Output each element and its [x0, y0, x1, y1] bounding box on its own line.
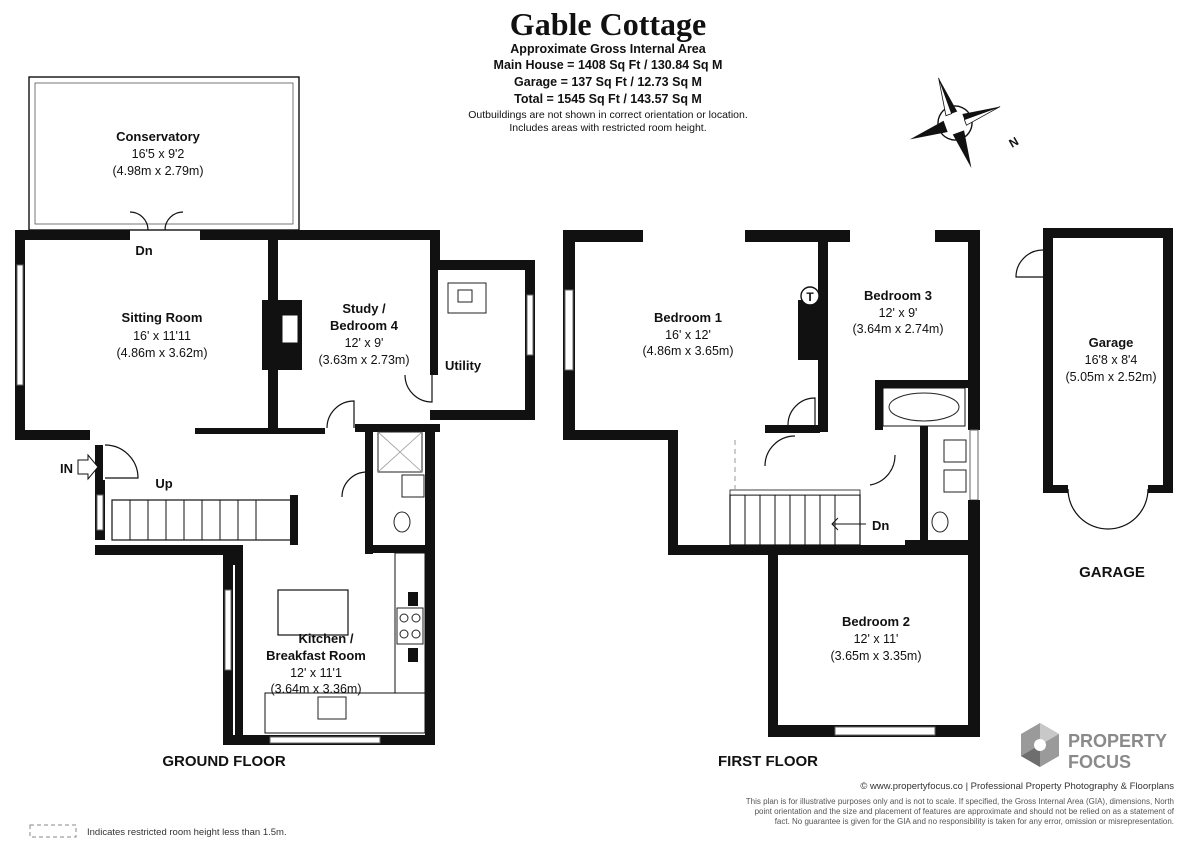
sitting-room-label: Sitting Room 16' x 11'11 (4.86m x 3.62m) — [116, 310, 207, 360]
svg-text:Bedroom 3: Bedroom 3 — [864, 288, 932, 303]
svg-text:Bedroom 2: Bedroom 2 — [842, 614, 910, 629]
svg-text:12' x 9': 12' x 9' — [879, 306, 918, 320]
gia-total: Total = 1545 Sq Ft / 143.57 Sq M — [514, 92, 702, 106]
svg-text:(3.63m x 2.73m): (3.63m x 2.73m) — [318, 353, 409, 367]
gia-garage: Garage = 137 Sq Ft / 12.73 Sq M — [514, 75, 702, 89]
credit-line: © www.propertyfocus.co | Professional Pr… — [860, 781, 1174, 792]
ground-floor-plan — [15, 76, 535, 745]
brand-logo-icon — [1021, 723, 1059, 767]
stairs-dn-label: Dn — [872, 518, 889, 533]
svg-text:(3.64m x 3.36m): (3.64m x 3.36m) — [270, 682, 361, 696]
header: Gable Cottage Approximate Gross Internal… — [468, 6, 748, 134]
garage-floor-label: GARAGE — [1079, 564, 1145, 581]
page-title: Gable Cottage — [510, 6, 706, 42]
svg-text:12' x 11'1: 12' x 11'1 — [290, 666, 342, 680]
svg-text:Kitchen /: Kitchen / — [299, 631, 354, 646]
restricted-height-swatch — [29, 824, 77, 838]
svg-text:12' x 9': 12' x 9' — [345, 336, 384, 350]
svg-text:Bedroom 1: Bedroom 1 — [654, 310, 722, 325]
stairs-up-label: Up — [155, 476, 172, 491]
svg-text:(3.65m x 3.35m): (3.65m x 3.35m) — [830, 649, 921, 663]
svg-text:(3.64m x 2.74m): (3.64m x 2.74m) — [852, 322, 943, 336]
svg-text:(5.05m x 2.52m): (5.05m x 2.52m) — [1065, 370, 1156, 384]
svg-text:(4.98m x 2.79m): (4.98m x 2.79m) — [112, 164, 203, 178]
svg-text:(4.86m x 3.62m): (4.86m x 3.62m) — [116, 346, 207, 360]
entrance-arrow-icon — [77, 453, 99, 481]
disclaimer-line-2: point orientation and the size and place… — [755, 807, 1175, 816]
svg-text:Breakfast Room: Breakfast Room — [266, 648, 366, 663]
conservatory-outline — [28, 76, 300, 231]
brand-line-1: PROPERTY — [1068, 731, 1167, 751]
disclaimer-line-3: fact. No guarantee is given for the GIA … — [775, 817, 1174, 826]
gia-heading: Approximate Gross Internal Area — [510, 42, 706, 56]
ground-floor-label: GROUND FLOOR — [162, 753, 285, 770]
conservatory-dn-label: Dn — [135, 243, 152, 258]
svg-text:Study /: Study / — [342, 301, 386, 316]
compass-north-label: N — [1007, 134, 1022, 150]
bedroom-2-label: Bedroom 2 12' x 11' (3.65m x 3.35m) — [830, 614, 921, 663]
svg-text:Conservatory: Conservatory — [116, 129, 201, 144]
gia-main-house: Main House = 1408 Sq Ft / 130.84 Sq M — [494, 58, 723, 72]
first-floor-stairs — [729, 494, 861, 546]
svg-text:16'8 x 8'4: 16'8 x 8'4 — [1085, 353, 1138, 367]
kitchen-label: Kitchen / Breakfast Room 12' x 11'1 (3.6… — [266, 631, 366, 696]
disclaimer-line-1: This plan is for illustrative purposes o… — [746, 797, 1174, 806]
brand-line-2: FOCUS — [1068, 752, 1131, 772]
utility-label: Utility — [445, 358, 482, 373]
water-tank-icon — [800, 286, 820, 306]
first-floor-plan: T — [563, 230, 980, 737]
svg-text:(4.86m x 3.65m): (4.86m x 3.65m) — [642, 344, 733, 358]
bedroom-1-label: Bedroom 1 16' x 12' (4.86m x 3.65m) — [642, 310, 733, 358]
svg-text:16' x 11'11: 16' x 11'11 — [133, 329, 191, 343]
garage-plan — [1015, 228, 1173, 530]
water-tank-label: T — [806, 290, 814, 304]
svg-text:16' x 12': 16' x 12' — [665, 328, 711, 342]
bedroom-3-label: Bedroom 3 12' x 9' (3.64m x 2.74m) — [852, 288, 943, 336]
note-restricted: Includes areas with restricted room heig… — [509, 122, 706, 134]
kitchen-table — [277, 589, 349, 636]
svg-text:Bedroom 4: Bedroom 4 — [330, 318, 399, 333]
compass-icon — [909, 77, 1001, 169]
svg-text:Garage: Garage — [1089, 335, 1134, 350]
legend-text: Indicates restricted room height less th… — [87, 827, 287, 838]
note-outbuildings: Outbuildings are not shown in correct or… — [468, 109, 748, 121]
conservatory-label: Conservatory 16'5 x 9'2 (4.98m x 2.79m) — [112, 129, 203, 178]
first-floor-label: FIRST FLOOR — [718, 753, 818, 770]
svg-text:Sitting Room: Sitting Room — [122, 310, 203, 325]
svg-text:16'5 x 9'2: 16'5 x 9'2 — [132, 147, 185, 161]
garage-label: Garage 16'8 x 8'4 (5.05m x 2.52m) — [1065, 335, 1156, 384]
svg-text:12' x 11': 12' x 11' — [854, 632, 899, 646]
entrance-label: IN — [60, 461, 73, 476]
study-label: Study / Bedroom 4 12' x 9' (3.63m x 2.73… — [318, 301, 409, 367]
